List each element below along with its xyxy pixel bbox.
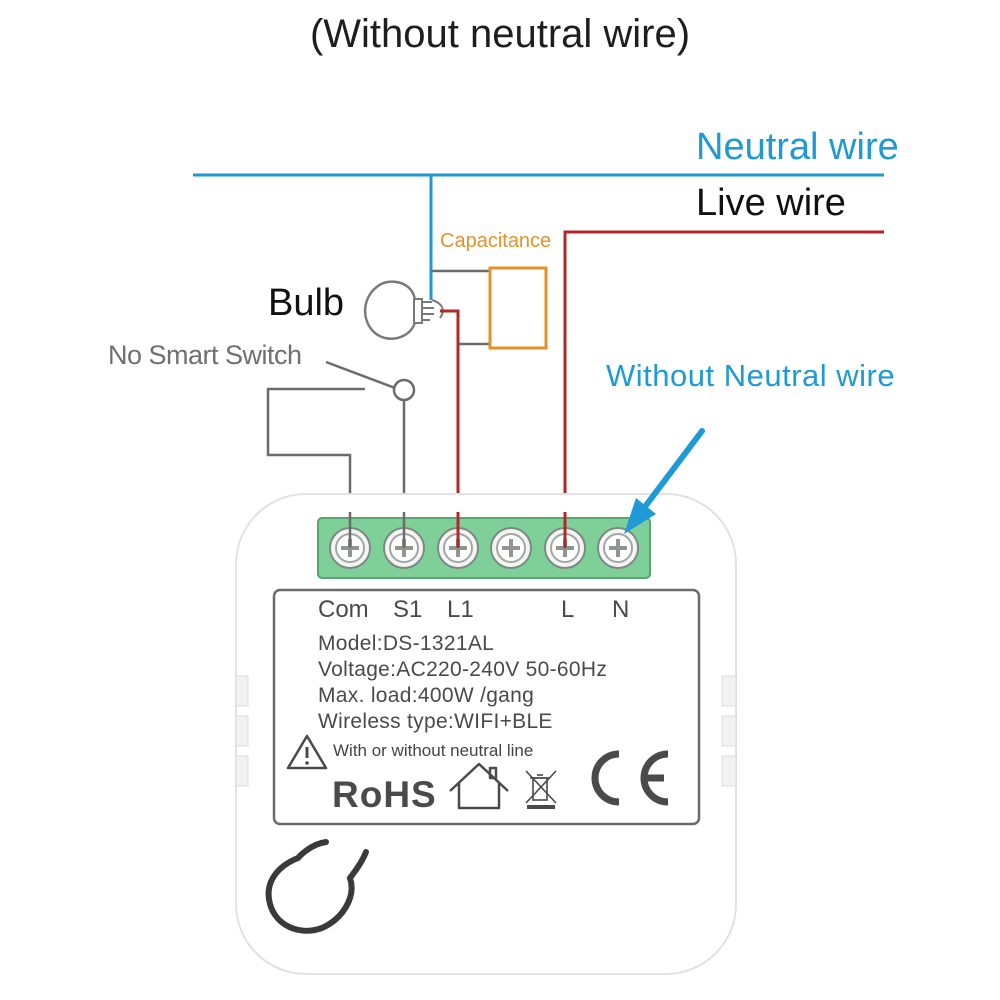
switch-lever bbox=[325, 360, 396, 390]
capacitance-component bbox=[488, 266, 548, 350]
warning-icon bbox=[286, 734, 328, 770]
load-wire bbox=[440, 309, 460, 546]
live-wire-label: Live wire bbox=[696, 182, 846, 224]
label-panel bbox=[272, 588, 701, 826]
voltage-text: Voltage:AC220-240V 50-60Hz bbox=[318, 658, 608, 681]
diagram-title: (Without neutral wire) bbox=[309, 12, 691, 56]
rohs-mark: RoHS bbox=[332, 774, 437, 815]
model-text: Model:DS-1321AL bbox=[318, 632, 495, 655]
terminal-label-com: Com bbox=[318, 596, 369, 623]
ce-mark-icon bbox=[591, 750, 669, 806]
side-vents bbox=[235, 675, 737, 787]
bulb-label: Bulb bbox=[268, 282, 345, 324]
house-icon bbox=[449, 762, 509, 810]
switch-com-wire bbox=[266, 387, 365, 546]
terminal-label-n: N bbox=[612, 596, 630, 623]
switch-pivot bbox=[392, 378, 416, 402]
neutral-wire-label: Neutral wire bbox=[696, 126, 899, 168]
capacitance-label: Capacitance bbox=[440, 230, 552, 252]
weee-bin-icon bbox=[525, 770, 557, 809]
terminal-label-s1: S1 bbox=[393, 596, 423, 623]
max-load-text: Max. load:400W /gang bbox=[318, 684, 535, 707]
neutral-note-text: With or without neutral line bbox=[333, 741, 534, 760]
callout-label: Without Neutral wire bbox=[606, 358, 896, 393]
hook-icon bbox=[265, 839, 369, 934]
terminal-label-l: L bbox=[561, 596, 575, 623]
bulb-icon bbox=[363, 280, 444, 340]
arrow-icon bbox=[624, 428, 705, 534]
terminal-label-l1: L1 bbox=[447, 596, 474, 623]
wireless-text: Wireless type:WIFI+BLE bbox=[318, 710, 553, 733]
switch-label: No Smart Switch bbox=[108, 340, 302, 370]
live-wire bbox=[563, 230, 884, 546]
